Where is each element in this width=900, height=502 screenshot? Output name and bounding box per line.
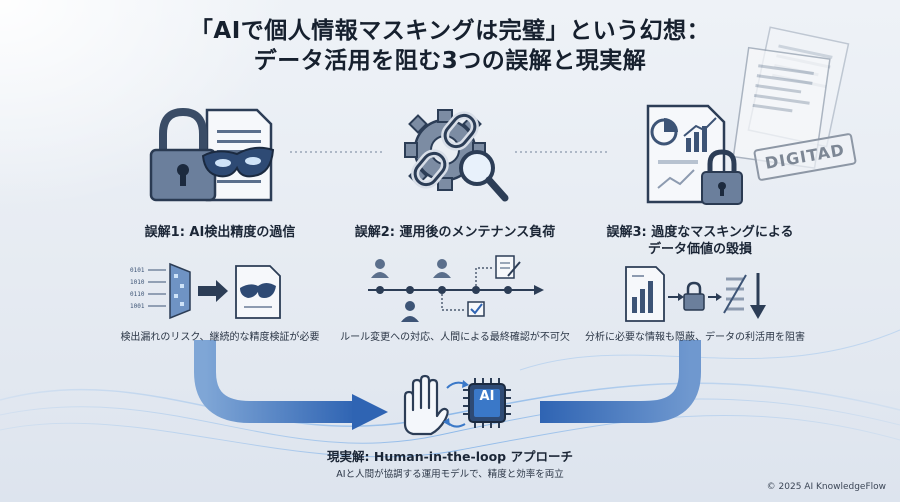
misconception-1-illustration — [149, 107, 275, 202]
edit-document-icon — [495, 255, 521, 279]
arrow-right-icon — [198, 280, 228, 302]
person-icon — [433, 259, 451, 278]
svg-text:0110: 0110 — [130, 291, 145, 298]
misconception-1-desc: 検出漏れのリスク、継続的な精度検証が必要 — [120, 332, 320, 343]
sync-arrows-icon — [443, 380, 469, 428]
detection-flow-illustration: 0101 1010 0110 1001 — [130, 262, 281, 320]
misconception-3-title: 誤解3: 過度なマスキングによる データ価値の毀損 — [590, 224, 810, 258]
redacted-lines-icon — [723, 274, 747, 314]
page-title: 「AIで個人情報マスキングは完璧」という幻想： データ活用を阻む3つの誤解と現実… — [0, 16, 900, 76]
human-ai-illustration — [403, 374, 511, 436]
misconception-1-title: 誤解1: AI検出精度の過信 — [144, 225, 296, 240]
mask-icon — [201, 146, 275, 178]
filter-icon — [169, 262, 191, 320]
padlock-icon — [149, 107, 217, 202]
binary-stream-icon: 0101 1010 0110 1001 — [130, 267, 166, 310]
solution-title: 現実解: Human-in-the-loop アプローチ — [327, 449, 573, 464]
report-document-icon — [625, 266, 665, 322]
ai-chip-icon — [463, 378, 511, 428]
arrow-down-icon — [750, 273, 766, 319]
arrow-right-icon — [668, 293, 684, 301]
background-documents — [732, 26, 850, 169]
data-loss-illustration — [625, 266, 766, 322]
hand-icon — [403, 374, 449, 436]
title-line-1: 「AIで個人情報マスキングは完璧」という幻想： — [189, 18, 711, 44]
copyright: © 2025 AI KnowledgeFlow — [766, 482, 886, 492]
misconception-2-illustration — [404, 109, 509, 202]
ai-chip-label: AI — [479, 389, 495, 404]
svg-text:0101: 0101 — [130, 267, 145, 274]
magnifier-icon — [459, 150, 509, 202]
checkbox-icon — [467, 301, 485, 317]
misconception-3-desc: 分析に必要な情報も隠蔽、データの利活用を阻害 — [585, 332, 805, 343]
misconception-2-title: 誤解2: 運用後のメンテナンス負荷 — [354, 225, 556, 240]
svg-text:1010: 1010 — [130, 279, 145, 286]
misconception-3-title-line-1: 誤解3: 過度なマスキングによる — [606, 225, 794, 240]
misconception-3-title-line-2: データ価値の毀損 — [647, 242, 752, 257]
arrow-right-icon — [708, 293, 722, 301]
title-line-2: データ活用を阻む3つの誤解と現実解 — [253, 48, 647, 74]
padlock-icon — [701, 149, 743, 205]
broken-chain-icon — [411, 111, 479, 189]
small-padlock-icon — [683, 281, 705, 311]
masked-document-icon — [235, 265, 281, 319]
reviewer-icon — [401, 301, 419, 322]
person-icon — [371, 259, 389, 278]
maintenance-timeline-illustration — [368, 255, 544, 322]
svg-text:1001: 1001 — [130, 303, 145, 310]
solution-desc: AIと人間が協調する運用モデルで、精度と効率を両立 — [336, 469, 564, 480]
misconception-3-illustration — [646, 104, 743, 205]
misconception-2-desc: ルール変更への対応、人間による最終確認が不可欠 — [340, 332, 570, 343]
